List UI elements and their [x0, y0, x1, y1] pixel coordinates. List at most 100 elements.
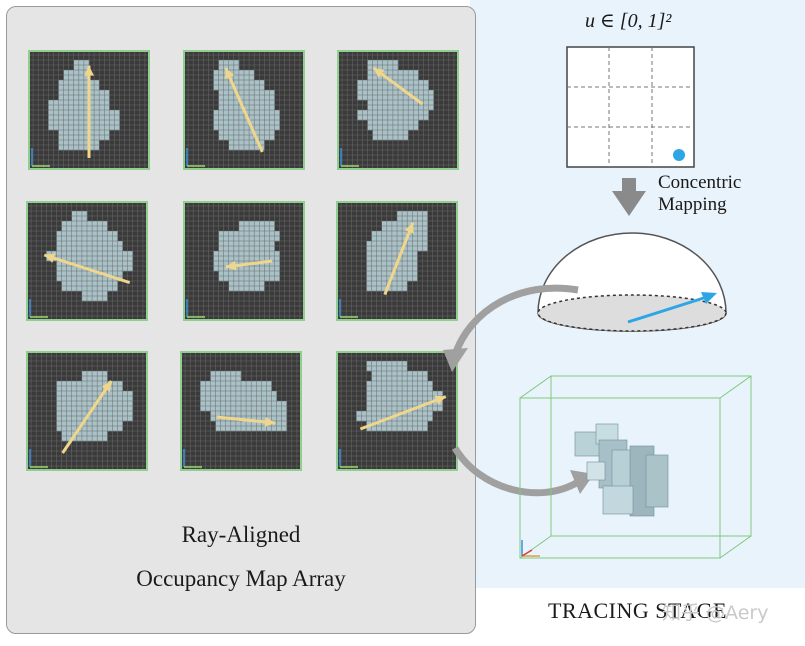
occupied-cell: [76, 226, 83, 232]
occupied-cell: [76, 411, 83, 417]
occupied-cell: [89, 125, 95, 131]
occupied-cell: [61, 276, 67, 282]
occupied-cell: [382, 95, 389, 101]
occupied-cell: [381, 281, 388, 287]
occupied-cell: [233, 286, 240, 292]
occupied-cell: [58, 115, 64, 121]
occupied-cell: [269, 95, 275, 101]
occupied-cell: [87, 246, 93, 252]
occupied-cell: [397, 361, 403, 367]
occupied-cell: [244, 100, 250, 106]
occupied-cell: [76, 386, 83, 392]
occupied-cell: [102, 391, 108, 397]
occupied-cell: [63, 125, 69, 131]
occupied-cell: [81, 371, 88, 377]
occupied-cell: [58, 120, 64, 126]
occupied-cell: [381, 251, 388, 257]
occupied-cell: [102, 436, 108, 442]
occupied-cell: [223, 135, 230, 141]
occupied-cell: [249, 85, 255, 91]
occupied-cell: [391, 371, 398, 377]
occupied-cell: [83, 100, 90, 106]
occupied-cell: [269, 271, 275, 277]
occupied-cell: [97, 221, 103, 227]
occupied-cell: [66, 416, 73, 422]
occupied-cell: [71, 281, 78, 287]
occupied-cell: [249, 145, 255, 151]
occupied-cell: [376, 236, 383, 242]
occupied-cell: [382, 115, 389, 121]
occupied-cell: [259, 90, 265, 96]
occupied-cell: [89, 115, 95, 121]
occupied-cell: [87, 241, 93, 247]
occupied-cell: [408, 100, 414, 106]
occupied-cell: [233, 135, 240, 141]
occupied-cell: [381, 266, 388, 272]
occupied-cell: [223, 256, 230, 262]
occupied-cell: [87, 226, 93, 232]
occupied-cell: [244, 231, 250, 237]
occupied-cell: [386, 361, 393, 367]
occupied-cell: [89, 130, 95, 136]
occupied-cell: [391, 381, 398, 387]
occupied-cell: [81, 406, 88, 412]
occupied-cell: [233, 236, 240, 242]
occupied-cell: [244, 140, 250, 146]
occupied-cell: [71, 216, 78, 222]
occupied-cell: [264, 246, 270, 252]
occupied-cell: [83, 65, 90, 71]
occupied-cell: [66, 386, 73, 392]
occupied-cell: [97, 431, 103, 437]
occupied-cell: [259, 276, 265, 282]
occupied-cell: [422, 371, 428, 377]
occupied-cell: [398, 100, 404, 106]
occupied-cell: [66, 286, 73, 292]
occupied-cell: [391, 376, 398, 382]
occupied-cell: [215, 406, 221, 412]
occupied-cell: [233, 251, 240, 257]
occupied-cell: [397, 246, 403, 252]
occupied-cell: [233, 266, 240, 272]
occupied-cell: [387, 90, 394, 96]
occupied-cell: [81, 226, 88, 232]
occupied-cell: [213, 110, 219, 116]
occupied-cell: [122, 261, 128, 267]
occupied-cell: [367, 110, 373, 116]
occupied-cell: [241, 406, 247, 412]
occupied-cell: [371, 251, 377, 257]
occupied-cell: [228, 130, 235, 136]
occupied-cell: [230, 421, 237, 427]
occupied-cell: [61, 266, 67, 272]
occupied-cell: [92, 426, 98, 432]
occupied-cell: [376, 371, 383, 377]
occupied-cell: [372, 60, 378, 66]
occupied-cell: [233, 105, 240, 111]
ray-direction-arrow: [372, 66, 424, 106]
occupied-cell: [371, 366, 377, 372]
occupied-cell: [274, 120, 280, 126]
occupied-cell: [271, 401, 277, 407]
occupied-cell: [266, 386, 272, 392]
occupied-cell: [238, 80, 245, 86]
occupied-cell: [213, 80, 219, 86]
occupied-cell: [210, 416, 216, 422]
occupied-cell: [408, 80, 414, 86]
occupied-cell: [81, 431, 88, 437]
occupied-cell: [417, 226, 423, 232]
occupied-cell: [376, 411, 383, 417]
occupied-cell: [225, 371, 232, 377]
occupied-cell: [387, 120, 394, 126]
occupied-cell: [66, 421, 73, 427]
occupied-cell: [381, 261, 388, 267]
occupied-cell: [76, 266, 83, 272]
occupied-cell: [244, 95, 250, 101]
occupied-cell: [94, 95, 100, 101]
occupied-cell: [392, 110, 399, 116]
occupied-cell: [254, 286, 260, 292]
occupied-cell: [76, 216, 83, 222]
occupied-cell: [61, 286, 67, 292]
occupied-cell: [205, 386, 211, 392]
occupied-cell: [398, 135, 404, 141]
occupied-cell: [376, 241, 383, 247]
occupied-cell: [254, 120, 260, 126]
